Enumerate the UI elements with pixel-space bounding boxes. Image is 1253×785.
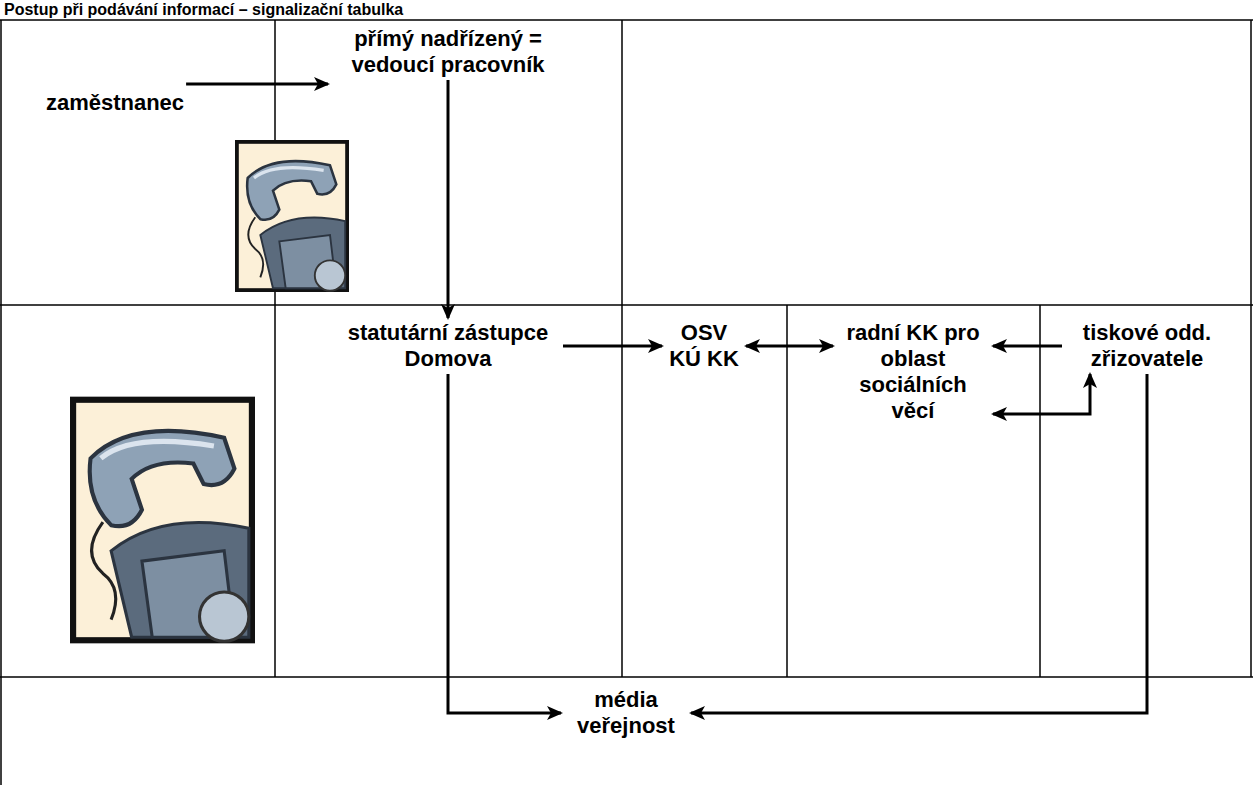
table-cell-box: přímý nadřízený = vedoucí pracovník	[328, 24, 568, 80]
flow-arrow	[993, 374, 1090, 414]
cell-text: zaměstnanec	[46, 90, 184, 116]
grid-lines	[0, 20, 1253, 785]
telephone-icon	[237, 142, 347, 291]
grid-line	[621, 20, 623, 677]
grid-line	[0, 304, 1253, 306]
cell-text: tiskové odd. zřizovatele	[1064, 320, 1230, 372]
grid-line	[1250, 20, 1252, 677]
flow-arrow	[186, 83, 328, 86]
grid-line	[786, 305, 788, 677]
grid-line	[1039, 305, 1041, 677]
cell-text: statutární zástupce Domova	[335, 320, 561, 372]
flow-arrow	[447, 80, 450, 318]
flow-arrow	[563, 345, 662, 348]
table-cell-box: OSV KÚ KK	[662, 318, 746, 374]
flow-arrow	[746, 345, 833, 348]
table-cell-box: statutární zástupce Domova	[333, 318, 563, 374]
grid-line	[0, 19, 1253, 21]
table-cell-box: média veřejnost	[561, 685, 691, 741]
diagram-title: Postup při podávání informací – signaliz…	[4, 0, 403, 19]
flow-arrow	[448, 374, 561, 713]
flow-arrow	[691, 374, 1147, 713]
table-cell-box: zaměstnanec	[44, 88, 186, 118]
telephone-icon	[73, 400, 252, 642]
flow-arrow	[993, 345, 1062, 348]
cell-text: OSV KÚ KK	[664, 320, 744, 372]
grid-line	[0, 676, 1253, 678]
cell-text: přímý nadřízený = vedoucí pracovník	[330, 26, 566, 78]
grid-line	[0, 20, 2, 785]
cell-text: média veřejnost	[563, 687, 689, 739]
table-cell-box: radní KK pro oblast sociálních věcí	[833, 318, 993, 426]
cell-text: radní KK pro oblast sociálních věcí	[835, 320, 991, 424]
grid-line	[274, 20, 276, 677]
table-cell-box: tiskové odd. zřizovatele	[1062, 318, 1232, 374]
